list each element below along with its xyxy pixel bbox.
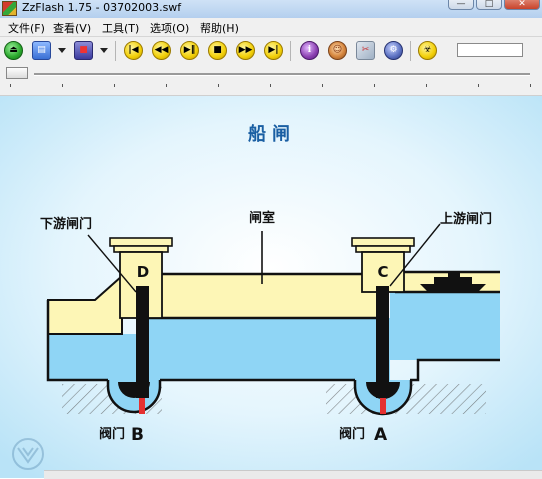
seek-tick [62, 84, 63, 87]
upstream-water [390, 292, 500, 360]
label-valve-a-text: 阀门 [339, 426, 365, 442]
downstream-water [48, 334, 138, 380]
options-button[interactable]: ⚙ [384, 41, 403, 60]
last-frame-icon: ▶| [268, 45, 279, 55]
seek-tick [426, 84, 427, 87]
gate-tower-c [351, 237, 415, 293]
zoom-field[interactable] [457, 43, 523, 57]
leader-downstream [87, 234, 137, 293]
label-upstream-gate: 上游闸门 [440, 211, 492, 227]
close-button[interactable]: ✕ [504, 0, 540, 10]
properties-button[interactable]: ☺ [328, 41, 347, 60]
open-button[interactable]: ⏏ [4, 41, 23, 60]
gate-c-shaft [376, 286, 389, 398]
toolbar-divider [115, 41, 116, 61]
menu-help[interactable]: 帮助(H) [200, 22, 239, 35]
options-icon: ⚙ [389, 45, 398, 55]
label-downstream-gate: 下游闸门 [40, 216, 92, 232]
stop-button[interactable]: ■ [208, 41, 227, 60]
label-valve-b-text: 阀门 [99, 426, 125, 442]
menu-file[interactable]: 文件(F) [8, 22, 45, 35]
stop-icon: ■ [213, 45, 222, 55]
capture-button[interactable]: ✂ [356, 41, 375, 60]
info-button[interactable]: i [300, 41, 319, 60]
gate-d-shaft [136, 286, 149, 398]
seek-tick [270, 84, 271, 87]
open-folder-button[interactable]: ▤ [32, 41, 51, 60]
properties-icon: ☺ [332, 45, 343, 55]
rewind-icon: ◀◀ [154, 45, 169, 55]
forward-icon: ▶▶ [238, 45, 253, 55]
menu-tools[interactable]: 工具(T) [102, 22, 140, 35]
seek-tick [114, 84, 115, 87]
app-icon [2, 1, 17, 16]
chevron-down-icon[interactable] [58, 48, 66, 53]
gate-d-label: D [137, 263, 149, 281]
gate-c-label: C [377, 263, 388, 281]
diagram-title: 船闸 [248, 123, 296, 145]
status-bar [44, 470, 542, 479]
leader-upstream [389, 223, 441, 287]
watermark-logo [12, 438, 44, 470]
seek-tick [166, 84, 167, 87]
maximize-button[interactable]: □ [476, 0, 502, 10]
toolbar-divider [290, 41, 291, 61]
seek-tick [374, 84, 375, 87]
forward-button[interactable]: ▶▶ [236, 41, 255, 60]
biohazard-icon: ☣ [423, 45, 432, 55]
chamber-wall [150, 274, 380, 318]
minimize-button[interactable]: — [448, 0, 474, 10]
valve-a [380, 398, 386, 414]
save-button[interactable]: ■ [74, 41, 93, 60]
seek-bar [0, 65, 542, 96]
channel-outline [410, 358, 500, 382]
window-title: ZzFlash 1.75 - 03702003.swf [22, 1, 182, 14]
seek-tick [478, 84, 479, 87]
valve-b [139, 398, 145, 414]
first-frame-button[interactable]: |◀ [124, 41, 143, 60]
seek-tick [218, 84, 219, 87]
menu-bar: 文件(F) 查看(V) 工具(T) 选项(O) 帮助(H) [0, 18, 542, 37]
seek-track[interactable] [34, 73, 530, 76]
capture-icon: ✂ [361, 45, 370, 55]
flash-stage: 船闸 D C [0, 96, 542, 478]
toolbar-divider [410, 41, 411, 61]
biohazard-button[interactable]: ☣ [418, 41, 437, 60]
play-pause-button[interactable]: ▶‖ [180, 41, 199, 60]
open-folder-icon: ▤ [37, 45, 46, 55]
info-icon: i [307, 45, 312, 55]
open-icon: ⏏ [9, 45, 18, 55]
chevron-down-icon[interactable] [100, 48, 108, 53]
toolbar: ⏏ ▤ ■ |◀ ◀◀ ▶‖ ■ ▶▶ ▶| i ☺ ✂ ⚙ ☣ [0, 37, 542, 65]
first-frame-icon: |◀ [128, 45, 139, 55]
label-valve-b-letter: B [131, 425, 144, 445]
seek-tick [530, 84, 531, 87]
title-bar: ZzFlash 1.75 - 03702003.swf — □ ✕ [0, 0, 542, 18]
label-valve-a-letter: A [374, 425, 388, 445]
label-chamber: 闸室 [249, 210, 275, 226]
last-frame-button[interactable]: ▶| [264, 41, 283, 60]
seek-tick [322, 84, 323, 87]
menu-options[interactable]: 选项(O) [150, 22, 190, 35]
save-icon: ■ [79, 45, 88, 55]
chamber-water [138, 318, 390, 380]
seek-thumb[interactable] [6, 67, 28, 79]
rewind-button[interactable]: ◀◀ [152, 41, 171, 60]
seek-tick [10, 84, 11, 87]
menu-view[interactable]: 查看(V) [53, 22, 92, 35]
channel-outline [46, 300, 108, 382]
boat [420, 272, 486, 292]
play-pause-icon: ▶‖ [183, 45, 196, 55]
